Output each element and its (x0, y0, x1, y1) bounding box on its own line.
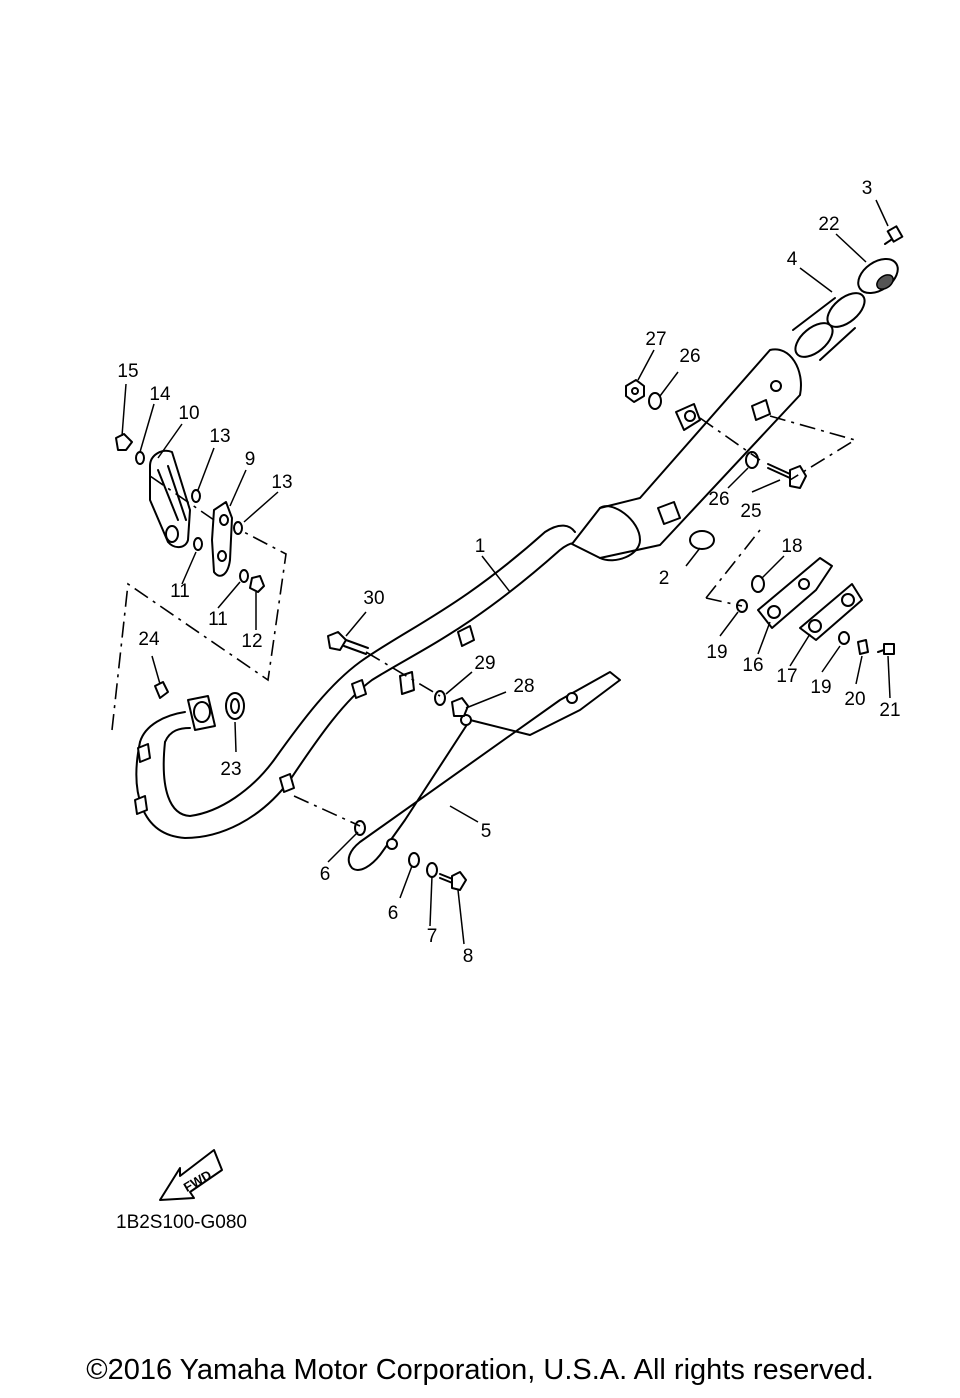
leader-lines (121, 199, 891, 945)
callout-28: 28 (513, 676, 534, 697)
callout-30: 30 (363, 588, 384, 609)
callout-24: 24 (138, 629, 160, 650)
callout-2: 2 (659, 568, 670, 589)
callout-21: 21 (879, 700, 900, 721)
callout-9: 9 (245, 449, 256, 470)
nut-washer-top (625, 379, 662, 410)
callout-11a: 11 (170, 581, 190, 602)
mount-hardware-lower (354, 820, 467, 891)
callout-19a: 19 (706, 642, 727, 663)
diagram-code: 1B2S100-G080 (116, 1212, 247, 1233)
bolt-30 (327, 631, 369, 655)
callout-6b: 6 (388, 903, 399, 924)
callout-13b: 13 (271, 472, 292, 493)
callout-19b: 19 (810, 677, 831, 698)
callout-14: 14 (149, 384, 171, 405)
pipe-protector-inner (211, 501, 233, 577)
callout-4: 4 (787, 249, 798, 270)
callout-26b: 26 (679, 346, 700, 367)
end-cap (857, 257, 899, 295)
callout-29: 29 (474, 653, 495, 674)
callout-1: 1 (475, 536, 486, 557)
callout-8: 8 (463, 946, 474, 967)
callout-17: 17 (776, 666, 797, 687)
exhaust-flange (154, 681, 245, 731)
pipe-protector (149, 449, 191, 548)
washer-nut-29-28 (434, 690, 469, 717)
copyright-notice: ©2016 Yamaha Motor Corporation, U.S.A. A… (86, 1354, 874, 1386)
frame-bracket (347, 671, 621, 871)
callout-5: 5 (481, 821, 492, 842)
callout-7: 7 (427, 926, 438, 947)
cap-2 (689, 530, 715, 550)
bolt-3 (884, 225, 904, 245)
washer-bolt-right (745, 451, 807, 489)
callout-15: 15 (117, 361, 138, 382)
callout-25: 25 (740, 501, 761, 522)
callout-12: 12 (241, 631, 262, 652)
protector-hardware (115, 433, 265, 593)
muffler-bracket (736, 557, 895, 655)
muffler (571, 292, 866, 562)
callout-16: 16 (742, 655, 763, 676)
callout-22: 22 (818, 214, 839, 235)
callout-6a: 6 (320, 864, 331, 885)
fwd-arrow-icon: FWD (159, 1149, 223, 1201)
callout-10: 10 (178, 403, 199, 424)
callout-numbers: 1 2 3 4 5 6 6 7 8 9 10 11 11 12 13 13 14… (117, 178, 900, 967)
callout-11b: 11 (208, 609, 228, 630)
callout-18: 18 (781, 536, 802, 557)
callout-23: 23 (220, 759, 241, 780)
callout-13a: 13 (209, 426, 230, 447)
callout-27: 27 (645, 329, 666, 350)
callout-3: 3 (862, 178, 873, 199)
exhaust-pipe (135, 524, 586, 839)
pipe-bracket-tabs (134, 625, 475, 815)
assembly-guides (111, 415, 857, 827)
callout-26a: 26 (708, 489, 729, 510)
callout-20: 20 (844, 689, 865, 710)
